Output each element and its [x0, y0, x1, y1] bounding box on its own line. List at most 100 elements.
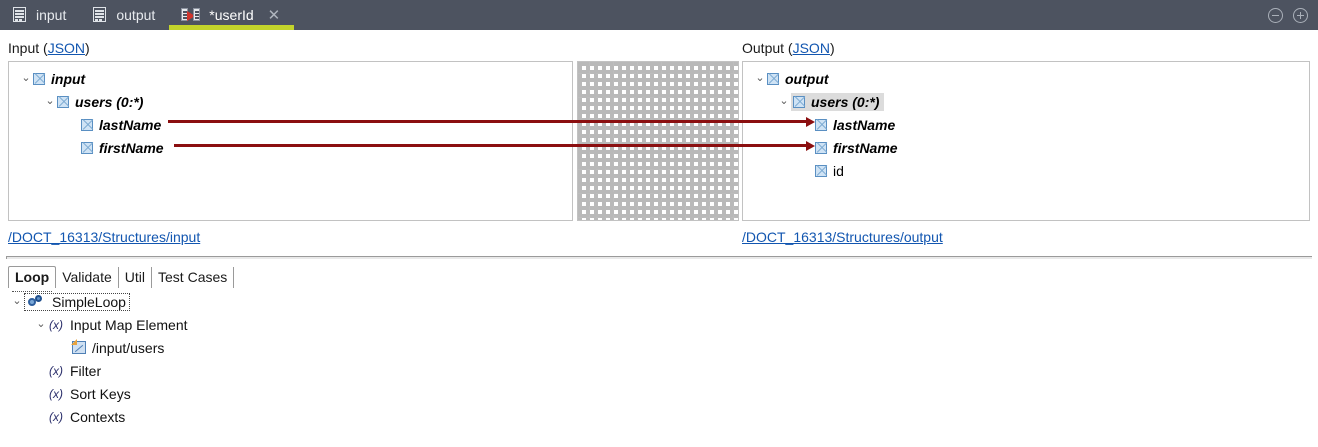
chevron-down-icon[interactable]: ⌄ — [36, 318, 46, 330]
tab-loop-label: Loop — [15, 269, 50, 285]
tree-row-contexts[interactable]: (x) Contexts — [34, 405, 125, 428]
output-panel-title: Output (JSON) — [742, 40, 835, 56]
tree-row-filter[interactable]: (x) Filter — [34, 359, 101, 382]
chevron-down-icon[interactable]: ⌄ — [45, 95, 55, 107]
mapping-arrow-firstname — [806, 141, 815, 151]
tree-row-users[interactable]: ⌄ users (0:*) — [777, 90, 885, 113]
selected-row-highlight: users (0:*) — [791, 92, 885, 111]
tab-validate[interactable]: Validate — [56, 267, 119, 288]
input-label: Input — [8, 40, 40, 56]
input-structure-panel[interactable]: ⌄ input ⌄ users (0:*) lastName firstName — [8, 61, 573, 221]
input-panel-title: Input (JSON) — [8, 40, 90, 56]
xml-element-icon — [793, 95, 805, 108]
xml-element-icon — [57, 95, 69, 108]
tab-validate-label: Validate — [62, 269, 112, 285]
mapping-canvas[interactable] — [577, 61, 739, 221]
tree-row-output[interactable]: ⌄ output — [753, 67, 829, 90]
tab-userid[interactable]: *userId ✕ — [169, 0, 295, 30]
tree-item-label: users (0:*) — [75, 93, 144, 110]
tree-row-firstname[interactable]: firstName — [801, 136, 898, 159]
selected-row-outline: SimpleLoop — [24, 292, 130, 311]
tree-item-label: Contexts — [70, 408, 126, 425]
xml-element-icon — [33, 72, 45, 85]
chevron-down-icon[interactable]: ⌄ — [12, 295, 22, 307]
structure-icon — [92, 7, 108, 23]
fx-icon: (x) — [49, 409, 63, 424]
tree-row-lastname[interactable]: lastName — [801, 113, 895, 136]
active-tab-indicator — [169, 25, 295, 30]
tree-item-label: Filter — [70, 362, 102, 379]
tabbar-spacer — [294, 0, 1268, 30]
gears-icon — [28, 294, 46, 309]
xml-element-icon — [767, 72, 779, 85]
close-icon[interactable]: ✕ — [267, 6, 281, 24]
tree-row-input[interactable]: ⌄ input — [19, 67, 85, 90]
tab-test-cases[interactable]: Test Cases — [152, 267, 235, 288]
xml-element-icon — [815, 141, 827, 154]
xpath-icon — [72, 341, 86, 354]
tab-input-label: input — [36, 7, 67, 23]
tree-row-users[interactable]: ⌄ users (0:*) — [43, 90, 143, 113]
paren-open: ( — [787, 40, 793, 56]
tab-util[interactable]: Util — [119, 267, 153, 288]
tree-item-label: input — [51, 70, 86, 87]
mapping-grid — [578, 62, 738, 220]
xml-element-icon — [81, 118, 93, 131]
window-tabbar: input output *userId ✕ — [0, 0, 1318, 30]
panel-divider — [6, 256, 1312, 259]
tab-output-label: output — [116, 7, 156, 23]
tree-row-input-users-path[interactable]: /input/users — [58, 336, 164, 359]
xml-element-icon — [815, 118, 827, 131]
tree-item-label: lastName — [833, 116, 896, 133]
tree-item-label: firstName — [99, 139, 164, 156]
xml-element-icon — [81, 141, 93, 154]
fx-icon: (x) — [49, 363, 63, 378]
bottom-tabstrip: Loop Validate Util Test Cases — [8, 266, 235, 292]
tree-item-label: id — [833, 162, 844, 179]
tree-row-id[interactable]: id — [801, 159, 844, 182]
chevron-down-icon[interactable]: ⌄ — [779, 95, 789, 107]
paren-close: ) — [829, 40, 835, 56]
tree-item-label: lastName — [99, 116, 162, 133]
paren-open: ( — [43, 40, 48, 56]
tree-item-label: Input Map Element — [70, 316, 188, 333]
tree-row-firstname[interactable]: firstName — [67, 136, 164, 159]
tab-util-label: Util — [124, 269, 146, 285]
tree-row-lastname[interactable]: lastName — [67, 113, 161, 136]
output-format-link[interactable]: JSON — [792, 40, 830, 56]
chevron-down-icon[interactable]: ⌄ — [755, 72, 765, 84]
output-label: Output — [742, 40, 785, 56]
mapping-link-firstname[interactable] — [174, 144, 809, 147]
fx-icon: (x) — [49, 317, 63, 332]
input-format-link[interactable]: JSON — [47, 40, 86, 56]
tree-item-label: users (0:*) — [811, 93, 880, 110]
xml-element-icon — [815, 164, 827, 177]
structure-icon — [12, 7, 28, 23]
output-structure-panel[interactable]: ⌄ output ⌄ users (0:*) lastName firstNam… — [742, 61, 1310, 221]
focus-indicator — [12, 291, 53, 292]
chevron-down-icon[interactable]: ⌄ — [21, 72, 31, 84]
tree-row-input-map-element[interactable]: ⌄ (x) Input Map Element — [34, 313, 188, 336]
tree-item-label: /input/users — [92, 339, 165, 356]
tab-input[interactable]: input — [0, 0, 80, 30]
mapping-link-lastname[interactable] — [168, 120, 809, 123]
minimize-icon[interactable] — [1268, 7, 1283, 23]
mapping-arrow-lastname — [806, 117, 815, 127]
fx-icon: (x) — [49, 386, 63, 401]
maximize-icon[interactable] — [1293, 7, 1308, 23]
output-path-link[interactable]: /DOCT_16313/Structures/output — [742, 229, 943, 245]
window-controls — [1268, 0, 1318, 30]
tree-item-label: firstName — [833, 139, 898, 156]
tab-output[interactable]: output — [80, 0, 169, 30]
input-path-link[interactable]: /DOCT_16313/Structures/input — [8, 229, 201, 245]
tree-row-simpleloop[interactable]: ⌄ SimpleLoop — [10, 290, 130, 313]
tree-item-label: SimpleLoop — [52, 293, 126, 310]
tab-test-cases-label: Test Cases — [158, 269, 228, 285]
tab-userid-label: *userId — [209, 7, 254, 23]
tab-loop[interactable]: Loop — [8, 266, 57, 292]
tree-row-sort-keys[interactable]: (x) Sort Keys — [34, 382, 131, 405]
paren-close: ) — [85, 40, 90, 56]
tree-item-label: Sort Keys — [70, 385, 131, 402]
tree-item-label: output — [785, 70, 829, 87]
map-icon — [181, 7, 201, 23]
